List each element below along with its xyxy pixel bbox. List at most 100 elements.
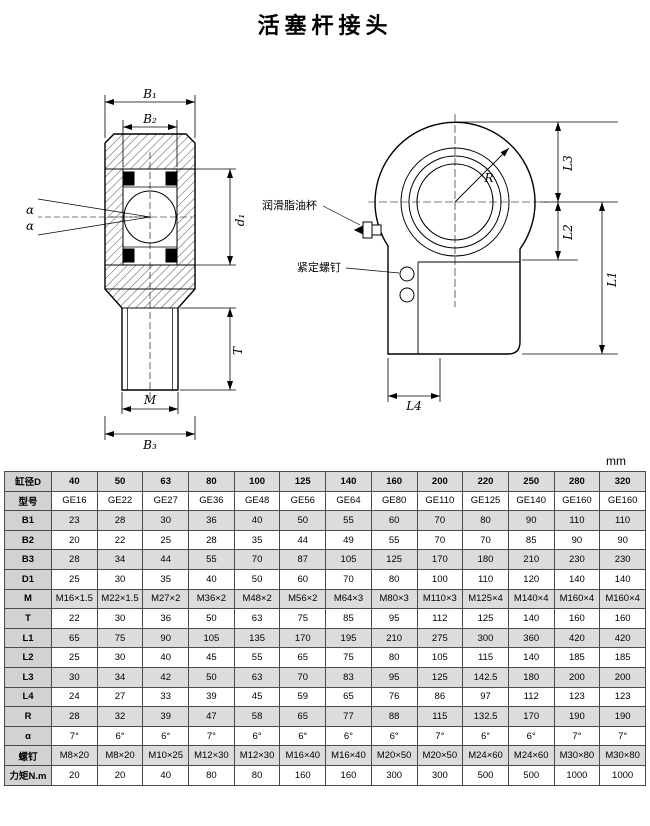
table-cell: GE27 bbox=[142, 490, 190, 512]
table-cell: 45 bbox=[233, 686, 281, 708]
table-cell: 80 bbox=[462, 510, 509, 531]
table-cell: 65 bbox=[279, 706, 327, 727]
table-cell: GE56 bbox=[279, 490, 327, 512]
row-label: L3 bbox=[4, 666, 52, 688]
table-cell: 36 bbox=[188, 510, 235, 531]
row-label: M bbox=[4, 588, 52, 610]
row-label: T bbox=[4, 608, 52, 629]
table-cell: 110 bbox=[599, 510, 646, 531]
table-cell: 30 bbox=[51, 666, 98, 688]
table-cell: 70 bbox=[416, 510, 464, 531]
table-cell: 40 bbox=[233, 510, 281, 531]
table-cell: 123 bbox=[553, 686, 601, 708]
table-cell: 120 bbox=[507, 568, 555, 590]
table-cell: GE110 bbox=[416, 490, 464, 512]
table-cell: 40 bbox=[142, 647, 190, 668]
table-cell: 135 bbox=[233, 627, 281, 649]
table-cell: 275 bbox=[416, 627, 464, 649]
table-cell: GE16 bbox=[51, 490, 98, 512]
table-cell: 160 bbox=[325, 764, 372, 786]
table-cell: M160×4 bbox=[553, 588, 601, 610]
table-cell: 63 bbox=[142, 471, 190, 492]
page-title: 活塞杆接头 bbox=[257, 13, 393, 38]
table-cell: 50 bbox=[188, 666, 235, 688]
radius-arrow bbox=[454, 147, 510, 203]
dim-label-l2: L2 bbox=[561, 224, 575, 241]
table-cell: 30 bbox=[96, 647, 144, 668]
table-cell: 210 bbox=[507, 549, 555, 570]
table-cell: GE48 bbox=[233, 490, 281, 512]
table-cell: 132.5 bbox=[462, 706, 509, 727]
table-cell: 140 bbox=[553, 568, 601, 590]
table-cell: 70 bbox=[325, 568, 372, 590]
table-cell: 47 bbox=[188, 706, 235, 727]
table-cell: 160 bbox=[370, 471, 418, 492]
dim-label-t: T bbox=[231, 346, 245, 355]
table-cell: 27 bbox=[96, 686, 144, 708]
table-cell: 35 bbox=[233, 529, 281, 551]
table-cell: 88 bbox=[370, 706, 418, 727]
table-cell: GE64 bbox=[325, 490, 372, 512]
row-label: B2 bbox=[4, 529, 52, 551]
table-cell: 80 bbox=[188, 471, 235, 492]
table-cell: M22×1.5 bbox=[96, 588, 144, 610]
table-cell: 110 bbox=[462, 568, 509, 590]
table-cell: 125 bbox=[462, 608, 509, 629]
table-cell: 83 bbox=[325, 666, 372, 688]
table-cell: 160 bbox=[553, 608, 601, 629]
table-cell: 28 bbox=[188, 529, 235, 551]
table-cell: 34 bbox=[96, 666, 144, 688]
table-cell: M8×20 bbox=[51, 745, 98, 766]
table-cell: 6° bbox=[96, 725, 144, 747]
table-cell: 50 bbox=[188, 608, 235, 629]
grease-fitting bbox=[353, 221, 382, 239]
table-cell: 60 bbox=[370, 510, 418, 531]
table-cell: M27×2 bbox=[142, 588, 190, 610]
table-cell: 185 bbox=[599, 647, 646, 668]
table-cell: 63 bbox=[233, 666, 281, 688]
table-cell: M125×4 bbox=[462, 588, 509, 610]
table-cell: 75 bbox=[325, 647, 372, 668]
table-cell: 6° bbox=[142, 725, 190, 747]
table-cell: 23 bbox=[51, 510, 98, 531]
table-cell: 45 bbox=[188, 647, 235, 668]
seal-bottom-right bbox=[165, 248, 178, 263]
table-cell: 33 bbox=[142, 686, 190, 708]
table-cell: 40 bbox=[188, 568, 235, 590]
table-cell: 44 bbox=[142, 549, 190, 570]
table-cell: M36×2 bbox=[188, 588, 235, 610]
table-cell: 90 bbox=[599, 529, 646, 551]
table-cell: M80×3 bbox=[370, 588, 418, 610]
seal-bottom-left bbox=[122, 248, 135, 263]
row-label: L4 bbox=[4, 686, 52, 708]
row-label: B1 bbox=[4, 510, 52, 531]
table-cell: 55 bbox=[325, 510, 372, 531]
table-cell: 125 bbox=[279, 471, 327, 492]
set-screw-lower bbox=[399, 287, 415, 303]
table-cell: GE80 bbox=[370, 490, 418, 512]
table-cell: 49 bbox=[325, 529, 372, 551]
table-cell: 185 bbox=[553, 647, 601, 668]
row-label: 缸径D bbox=[4, 471, 52, 492]
table-cell: 200 bbox=[599, 666, 646, 688]
table-cell: 50 bbox=[233, 568, 281, 590]
dim-label-l4: L4 bbox=[405, 399, 422, 413]
table-cell: 420 bbox=[599, 627, 646, 649]
table-cell: 7° bbox=[416, 725, 464, 747]
row-label: 力矩N.m bbox=[4, 764, 52, 786]
table-cell: 160 bbox=[599, 608, 646, 629]
table-cell: 39 bbox=[142, 706, 190, 727]
left-section-view: B₁ B₂ d₁ T M B₃ α α bbox=[26, 87, 247, 452]
table-cell: M140×4 bbox=[507, 588, 555, 610]
table-cell: 140 bbox=[325, 471, 372, 492]
table-cell: M12×30 bbox=[233, 745, 281, 766]
table-cell: M20×50 bbox=[416, 745, 464, 766]
table-cell: 35 bbox=[142, 568, 190, 590]
